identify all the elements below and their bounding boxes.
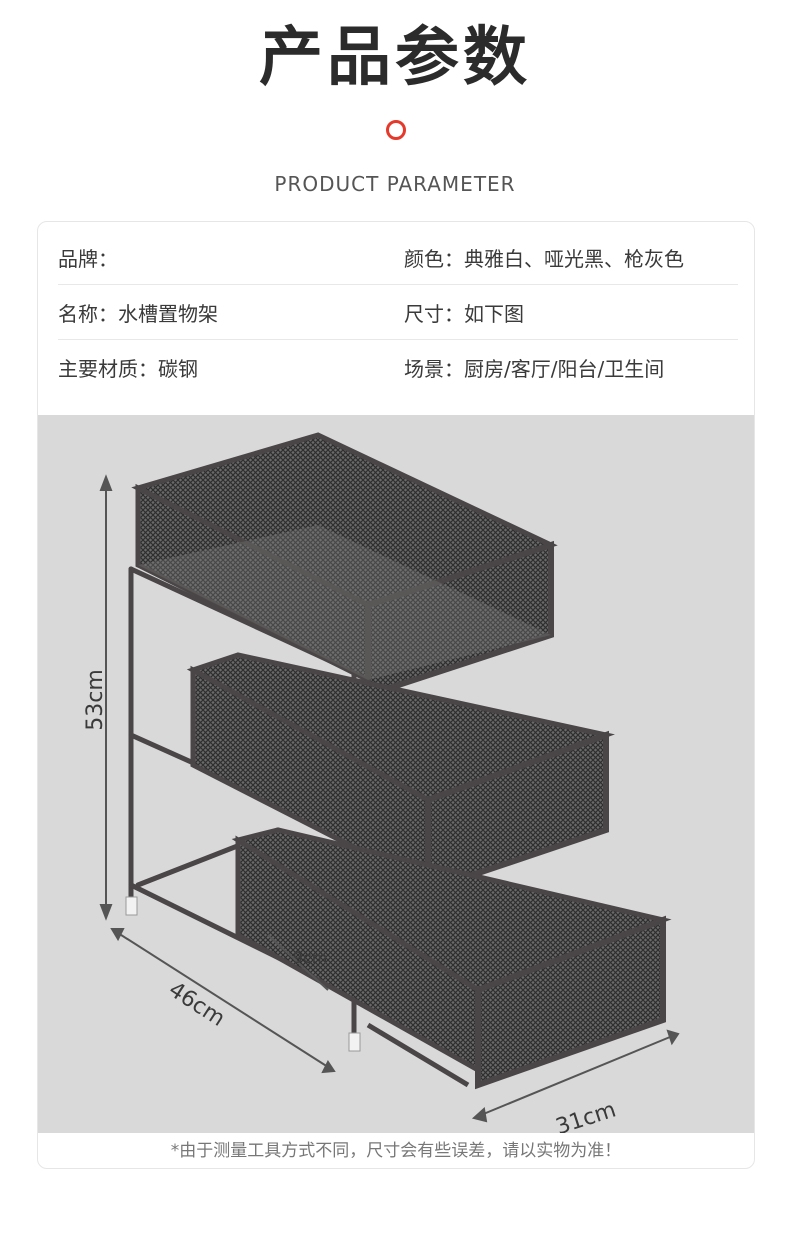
page-title: 产品参数 (259, 21, 531, 95)
scene-value: 场景：厨房/客厅/阳台/卫生间 (404, 357, 665, 381)
middle-drawer (186, 652, 615, 895)
param-row-1: 品牌： 颜色：典雅白、哑光黑、枪灰色 (58, 232, 740, 286)
circle-icon (386, 120, 406, 140)
page-subtitle: PRODUCT PARAMETER (274, 172, 516, 196)
color-value: 颜色：典雅白、哑光黑、枪灰色 (404, 247, 684, 271)
product-image: 53cm 46cm 31cm 9cm (38, 415, 754, 1140)
rack-illustration: 53cm 46cm 31cm 9cm (83, 432, 680, 1140)
brand-label: 品牌： (58, 247, 118, 271)
bottom-drawer (231, 827, 672, 1090)
size-value: 尺寸：如下图 (404, 302, 524, 326)
width-label: 31cm (553, 1097, 619, 1133)
gap-label: 9cm (293, 948, 328, 967)
name-value: 名称：水槽置物架 (58, 302, 218, 326)
parameter-card: 品牌： 颜色：典雅白、哑光黑、枪灰色 名称：水槽置物架 尺寸：如下图 主要材质：… (37, 221, 755, 1169)
material-value: 主要材质：碳钢 (58, 357, 198, 381)
divider (58, 284, 738, 285)
param-row-3: 主要材质：碳钢 场景：厨房/客厅/阳台/卫生间 (58, 342, 740, 396)
top-drawer (131, 432, 558, 700)
depth-label: 46cm (164, 977, 229, 1031)
height-label: 53cm (83, 669, 108, 731)
param-row-2: 名称：水槽置物架 尺寸：如下图 (58, 287, 740, 341)
divider (58, 339, 738, 340)
disclaimer-note: *由于测量工具方式不同，尺寸会有些误差，请以实物为准！ (170, 1141, 622, 1161)
